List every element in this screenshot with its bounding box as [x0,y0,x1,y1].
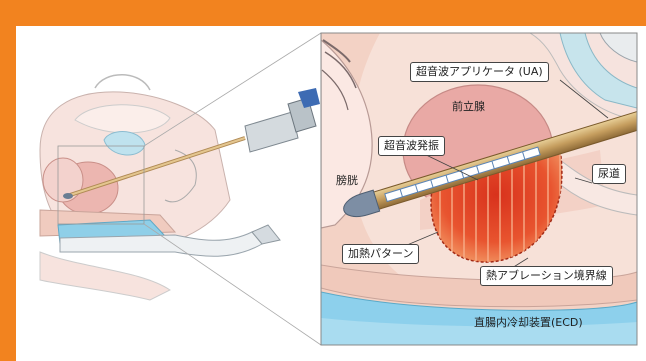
label-heating-pattern: 加熱パターン [342,244,419,264]
label-bladder: 膀胱 [336,172,358,188]
label-ecd: 直腸内冷却装置(ECD) [474,314,583,330]
label-urethra: 尿道 [592,164,626,184]
label-prostate: 前立腺 [452,98,485,114]
label-ultrasound-applicator: 超音波アプリケータ (UA) [410,62,549,82]
label-transducer: 超音波発振 [378,136,445,156]
overview-illustration [40,33,321,345]
label-ablation-boundary: 熱アブレーション境界線 [480,266,613,286]
